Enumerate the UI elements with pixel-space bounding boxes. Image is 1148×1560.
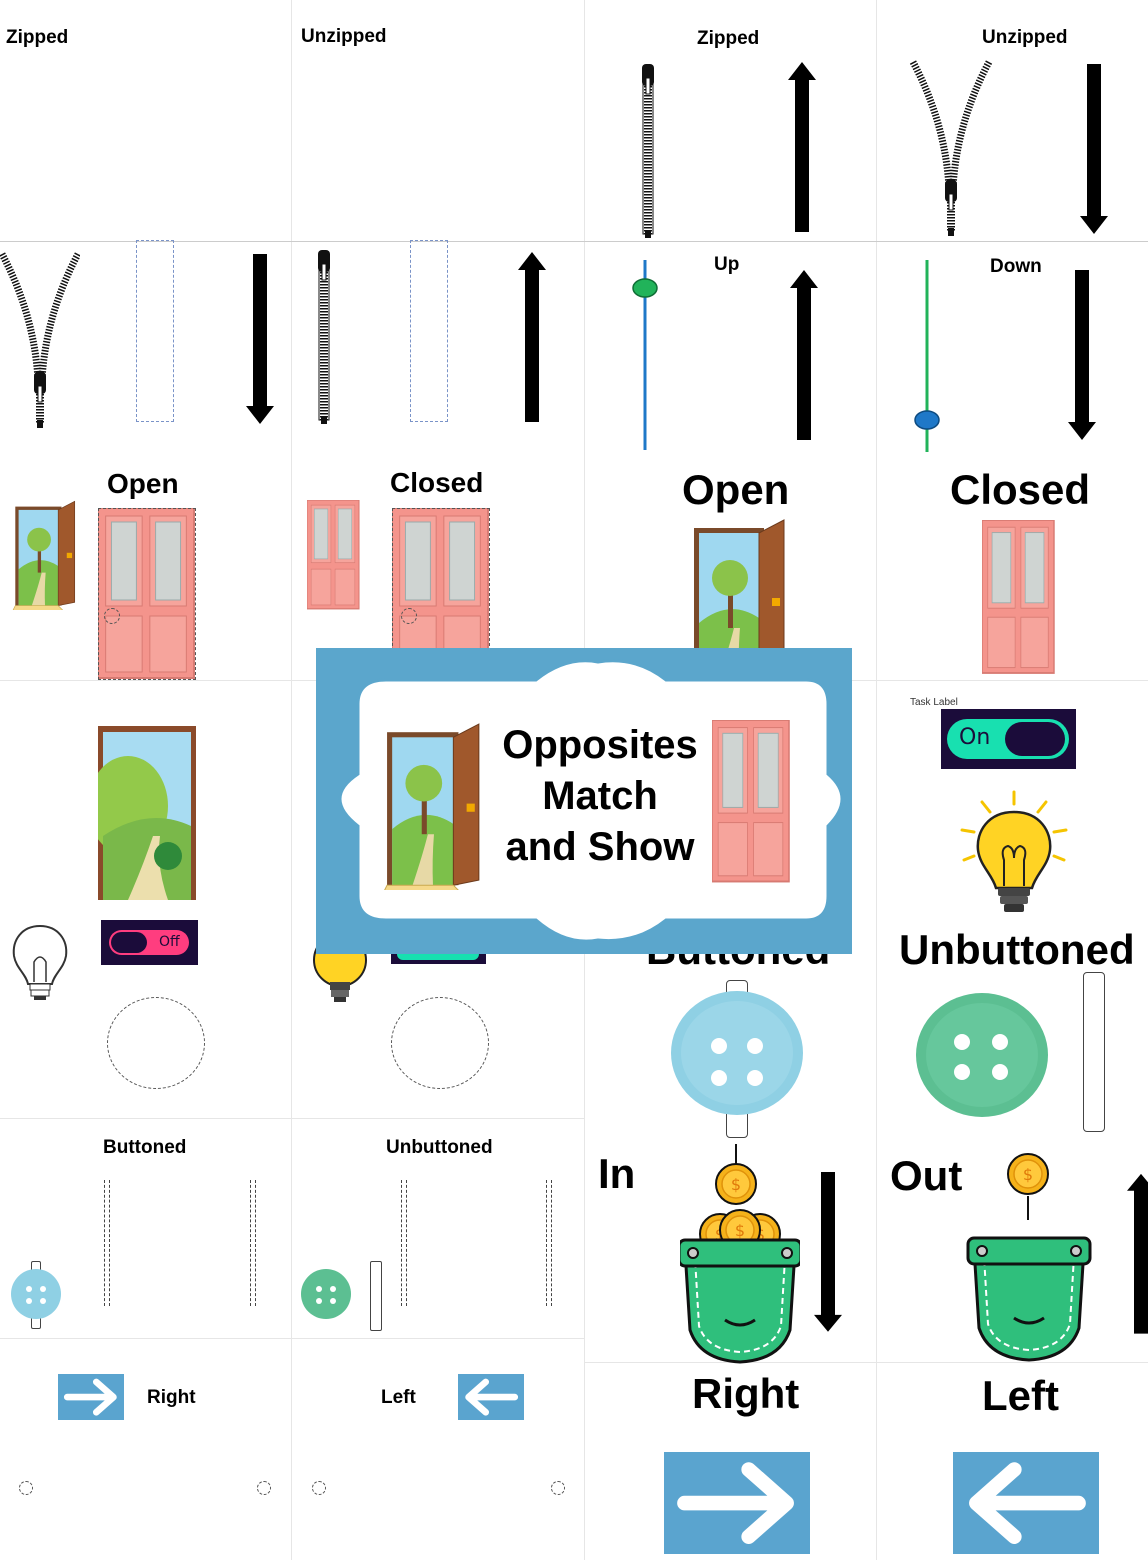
label-down: Down (990, 256, 1042, 277)
open-door-icon[interactable] (12, 500, 82, 610)
drop-target[interactable] (104, 608, 120, 624)
drop-target-circle[interactable] (391, 997, 489, 1089)
zipper-open-icon[interactable] (906, 60, 996, 240)
pocket-out-icon[interactable] (962, 1152, 1092, 1362)
arrow-down-icon (1068, 270, 1096, 440)
pocket-in-icon[interactable] (680, 1142, 800, 1368)
blue-button-icon[interactable] (668, 990, 806, 1116)
closed-door-icon[interactable] (982, 520, 1056, 674)
green-button-icon[interactable] (300, 1268, 354, 1320)
label-closed-large: Closed (950, 466, 1091, 513)
green-button-icon[interactable] (912, 990, 1052, 1120)
arrow-left-icon[interactable] (953, 1452, 1099, 1554)
toggle-off-text: Off (159, 934, 180, 950)
task-label: Task Label (910, 697, 958, 708)
label-buttoned-small: Buttoned (103, 1137, 187, 1158)
open-doorway-icon[interactable] (98, 726, 196, 900)
door-outline (392, 508, 490, 651)
label-unzipped-2: Unzipped (982, 27, 1068, 48)
label-unzipped-1: Unzipped (301, 26, 387, 47)
label-zipped-2: Zipped (697, 28, 760, 49)
open-door-icon (384, 723, 480, 890)
arrow-up-icon (518, 252, 546, 422)
label-zipped-1: Zipped (6, 27, 69, 48)
drop-target[interactable] (401, 608, 417, 624)
lightbulb-off-icon[interactable] (10, 922, 70, 1004)
arrow-right-icon[interactable] (58, 1374, 124, 1420)
drop-target[interactable] (257, 1481, 271, 1495)
drop-strip[interactable] (250, 1180, 256, 1306)
label-unbuttoned-small: Unbuttoned (386, 1137, 493, 1158)
arrow-up-icon (788, 62, 816, 232)
label-unbuttoned-large: Unbuttoned (899, 926, 1135, 973)
arrow-down-icon (1080, 64, 1108, 234)
title-card: Opposites Match and Show (316, 648, 852, 954)
title-line-1: Opposites (502, 723, 698, 767)
toggle-on[interactable]: On (941, 709, 1076, 769)
arrow-up-icon (790, 270, 818, 440)
title-line-3: and Show (505, 825, 695, 869)
label-closed: Closed (390, 467, 484, 498)
label-left-small: Left (381, 1387, 416, 1408)
label-out: Out (890, 1152, 963, 1199)
title-text: Opposites Match and Show (482, 720, 718, 873)
label-in: In (598, 1150, 636, 1197)
slider-down-icon[interactable] (910, 258, 944, 454)
drop-strip[interactable] (546, 1180, 552, 1306)
buttonhole (1083, 972, 1105, 1132)
buttonhole (370, 1261, 382, 1331)
label-left-large: Left (982, 1372, 1059, 1419)
arrow-right-icon[interactable] (664, 1452, 810, 1554)
label-open: Open (107, 468, 179, 499)
blue-button-icon[interactable] (10, 1268, 62, 1320)
zipper-closed-icon[interactable] (304, 248, 344, 428)
label-right-small: Right (147, 1387, 196, 1408)
arrow-left-icon[interactable] (458, 1374, 524, 1420)
drop-target[interactable] (312, 1481, 326, 1495)
label-right-large: Right (692, 1370, 800, 1417)
toggle-on-text: On (959, 725, 991, 750)
toggle-off[interactable]: Off (101, 920, 198, 965)
arrow-down-icon (814, 1172, 842, 1332)
drop-zone[interactable] (410, 240, 448, 422)
closed-door-icon (712, 720, 790, 883)
label-open-large: Open (682, 466, 790, 513)
drop-target[interactable] (551, 1481, 565, 1495)
closed-door-icon[interactable] (307, 500, 361, 610)
lightbulb-on-icon[interactable] (956, 786, 1072, 924)
slider-up-icon[interactable] (628, 256, 662, 452)
zipper-closed-icon[interactable] (628, 62, 668, 242)
drop-strip[interactable] (401, 1180, 407, 1306)
label-buttoned-large: Buttoned (646, 954, 830, 968)
drop-zone[interactable] (136, 240, 174, 422)
drop-target-circle[interactable] (107, 997, 205, 1089)
title-line-2: Match (542, 774, 658, 818)
zipper-open-icon[interactable] (0, 252, 80, 432)
arrow-down-icon (246, 254, 274, 424)
door-outline (98, 508, 196, 680)
label-up: Up (714, 254, 740, 275)
drop-strip[interactable] (104, 1180, 110, 1306)
arrow-up-icon (1127, 1173, 1148, 1334)
open-door-icon[interactable] (690, 518, 794, 650)
drop-target[interactable] (19, 1481, 33, 1495)
